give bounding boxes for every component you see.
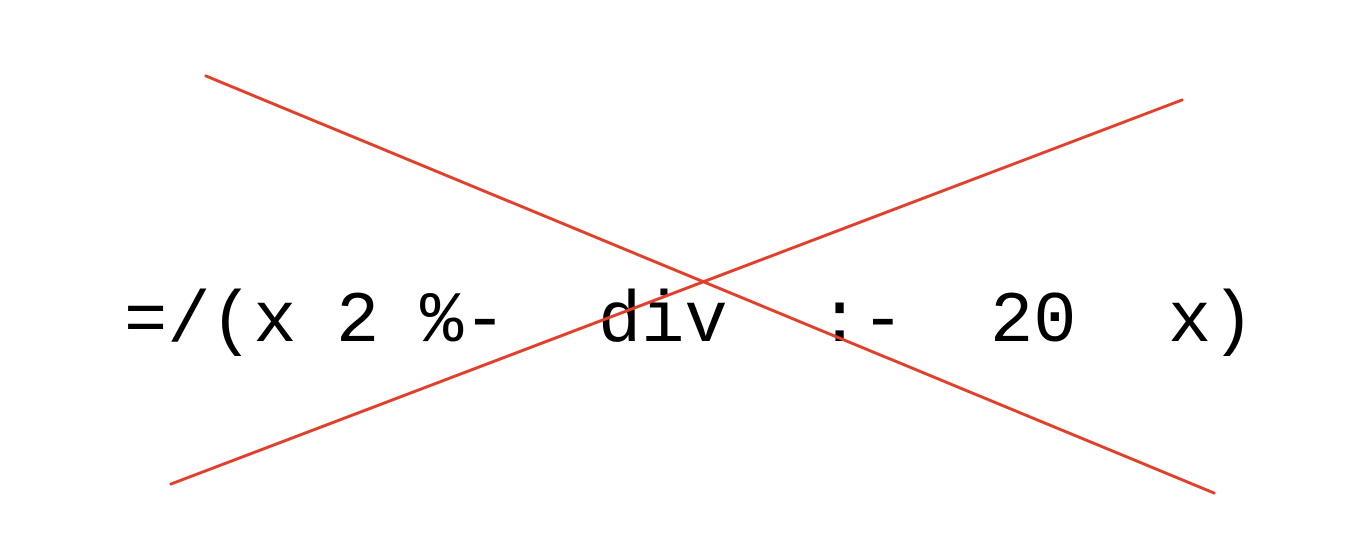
expression-token: =/	[124, 281, 210, 363]
expression-token: 20	[990, 281, 1076, 363]
expression-token: div	[598, 281, 728, 363]
expression-token: :-	[818, 281, 904, 363]
expression-token: (x	[210, 281, 296, 363]
expression-token: 2	[336, 281, 379, 363]
expression-token: %-	[420, 281, 506, 363]
expression-token: x)	[1168, 281, 1254, 363]
